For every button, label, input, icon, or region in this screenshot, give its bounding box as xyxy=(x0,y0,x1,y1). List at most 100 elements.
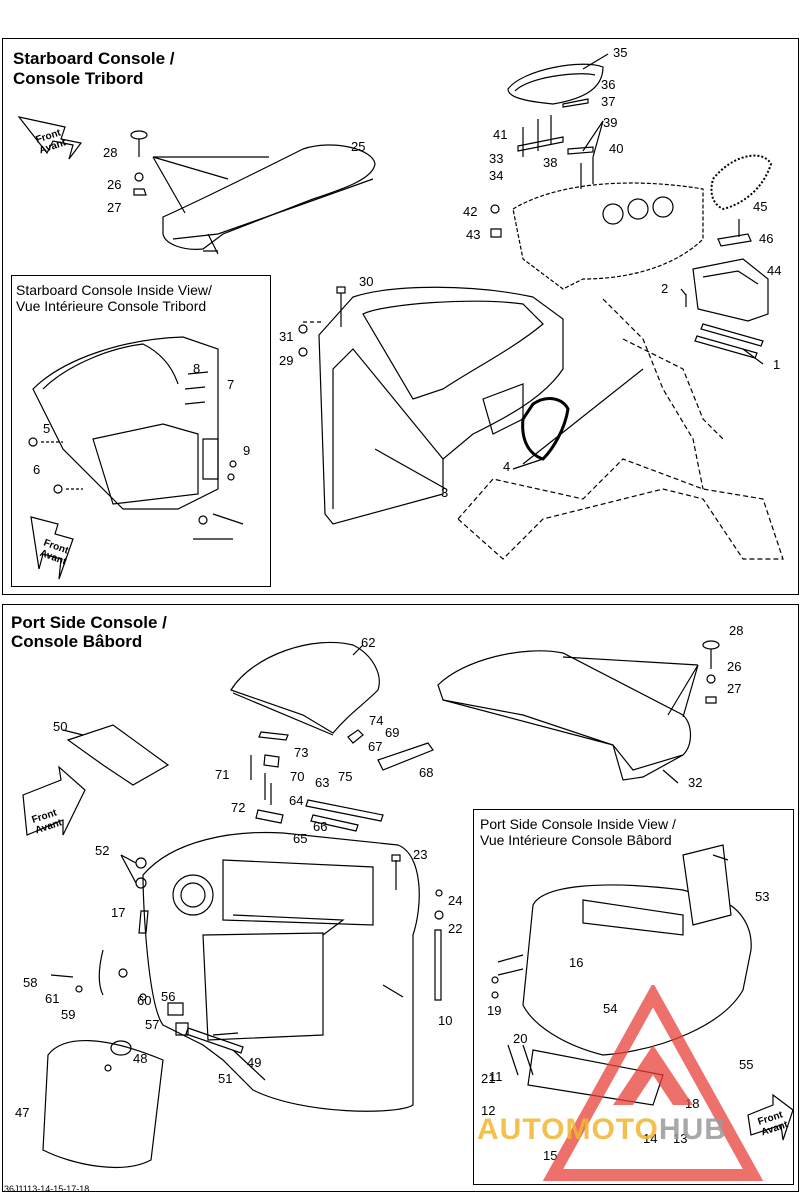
port-exploded-diagram: 1011121314151617181920212223242627283247… xyxy=(15,623,794,1169)
starboard-callout-5: 5 xyxy=(43,421,50,436)
starboard-callout-34: 34 xyxy=(489,168,503,183)
port-callout-68: 68 xyxy=(419,765,433,780)
starboard-callout-6: 6 xyxy=(33,462,40,477)
starboard-callout-41: 41 xyxy=(493,127,507,142)
port-callout-52: 52 xyxy=(95,843,109,858)
hull-frame xyxy=(457,458,784,560)
port-callout-17: 17 xyxy=(111,905,125,920)
inset-console-body xyxy=(32,336,219,510)
part-washer-26b xyxy=(706,674,716,684)
starboard-callout-43: 43 xyxy=(466,227,480,242)
port-callout-57: 57 xyxy=(145,1017,159,1032)
part-armrest-25 xyxy=(162,144,376,250)
part-washer-26 xyxy=(134,172,144,182)
port-callout-72: 72 xyxy=(231,800,245,815)
port-callout-53: 53 xyxy=(755,889,769,904)
starboard-callout-1: 1 xyxy=(773,357,780,372)
port-callout-32: 32 xyxy=(688,775,702,790)
port-callout-10: 10 xyxy=(438,1013,452,1028)
port-callout-11: 11 xyxy=(489,1069,503,1084)
starboard-callout-36: 36 xyxy=(601,77,615,92)
part-bin-53 xyxy=(682,844,732,926)
port-callout-59: 59 xyxy=(61,1007,75,1022)
starboard-callout-4: 4 xyxy=(503,459,510,474)
part-knob-28b xyxy=(702,640,720,650)
starboard-callout-9: 9 xyxy=(243,443,250,458)
part-block-57 xyxy=(175,1022,189,1036)
part-dashboard xyxy=(512,182,704,290)
part-latch-68 xyxy=(377,742,434,771)
part-pad-50 xyxy=(66,724,170,786)
part-hinge-72 xyxy=(255,809,284,824)
port-callout-63: 63 xyxy=(315,775,329,790)
starboard-callout-35: 35 xyxy=(613,45,627,60)
part-washer-31 xyxy=(298,324,308,334)
part-latch-74 xyxy=(347,729,364,744)
starboard-callout-33: 33 xyxy=(489,151,503,166)
port-callout-69: 69 xyxy=(385,725,399,740)
port-callout-21: 21 xyxy=(481,1071,495,1086)
figure-code: 36J1113-14-15-17-18 xyxy=(4,1184,90,1194)
watermark-text: AUTOMOTOHUB xyxy=(477,1113,727,1147)
part-nut-29 xyxy=(298,347,308,357)
port-callout-60: 60 xyxy=(137,993,151,1008)
part-console-3 xyxy=(318,286,564,525)
starboard-exploded-diagram: 1234567892526272829303133343536373839404… xyxy=(17,45,784,580)
part-bracket-36 xyxy=(562,98,589,108)
part-console-10 xyxy=(142,831,420,1112)
part-strip-17b xyxy=(434,929,442,1001)
part-switch-housing-44 xyxy=(692,258,769,322)
part-block-56 xyxy=(167,1002,184,1016)
starboard-inset-title-line1: Starboard Console Inside View/ xyxy=(16,282,212,298)
port-callout-54: 54 xyxy=(603,1001,617,1016)
starboard-callouts: 1234567892526272829303133343536373839404… xyxy=(33,45,781,568)
part-knob-28 xyxy=(130,130,148,140)
part-washer-24 xyxy=(435,889,443,897)
front-arrow-icon xyxy=(17,116,83,160)
port-callout-16: 16 xyxy=(569,955,583,970)
part-seal-4 xyxy=(521,397,570,461)
watermark-part1: AUTOMOTO xyxy=(477,1113,659,1146)
starboard-title-line2: Console Tribord xyxy=(13,69,144,88)
starboard-title-line1: Starboard Console / xyxy=(13,49,175,68)
part-glovebox-lid-47 xyxy=(42,1040,164,1169)
port-callout-75: 75 xyxy=(338,769,352,784)
part-lid-62 xyxy=(230,641,380,734)
part-strip-1a xyxy=(700,323,764,347)
starboard-callout-30: 30 xyxy=(359,274,373,289)
port-callout-56: 56 xyxy=(161,989,175,1004)
port-callout-14: 14 xyxy=(643,1131,657,1146)
port-title-line2: Console Bâbord xyxy=(11,632,143,651)
part-hinge-70 xyxy=(263,754,280,768)
starboard-callout-26: 26 xyxy=(107,177,121,192)
starboard-callout-2: 2 xyxy=(661,281,668,296)
part-display-cover-35 xyxy=(507,63,604,105)
part-window-gasket xyxy=(710,154,773,211)
port-callout-66: 66 xyxy=(313,819,327,834)
port-callout-51: 51 xyxy=(218,1071,232,1086)
starboard-callout-37: 37 xyxy=(601,94,615,109)
port-callout-71: 71 xyxy=(215,767,229,782)
port-callout-15: 15 xyxy=(543,1148,557,1163)
port-callout-47: 47 xyxy=(15,1105,29,1120)
port-callout-55: 55 xyxy=(739,1057,753,1072)
port-callout-50: 50 xyxy=(53,719,67,734)
port-callout-61: 61 xyxy=(45,991,59,1006)
port-callout-22: 22 xyxy=(448,921,462,936)
port-side-console-panel: Port Side Console / Console Bâbord Port … xyxy=(2,604,799,1192)
starboard-callout-8: 8 xyxy=(193,361,200,376)
port-callout-48: 48 xyxy=(133,1051,147,1066)
part-nut-27 xyxy=(133,188,147,196)
port-callout-12: 12 xyxy=(481,1103,495,1118)
starboard-callout-45: 45 xyxy=(753,199,767,214)
port-inset-title-line2: Vue Intérieure Console Bâbord xyxy=(480,832,672,848)
port-callout-13: 13 xyxy=(673,1131,687,1146)
starboard-callout-25: 25 xyxy=(351,139,365,154)
inset-port-console xyxy=(522,884,752,1056)
port-callout-28: 28 xyxy=(729,623,743,638)
port-callout-24: 24 xyxy=(448,893,462,908)
automotohub-logo xyxy=(543,985,763,1181)
port-callout-74: 74 xyxy=(369,713,383,728)
inset-front-arrow-icon xyxy=(30,516,74,580)
port-callout-23: 23 xyxy=(413,847,427,862)
